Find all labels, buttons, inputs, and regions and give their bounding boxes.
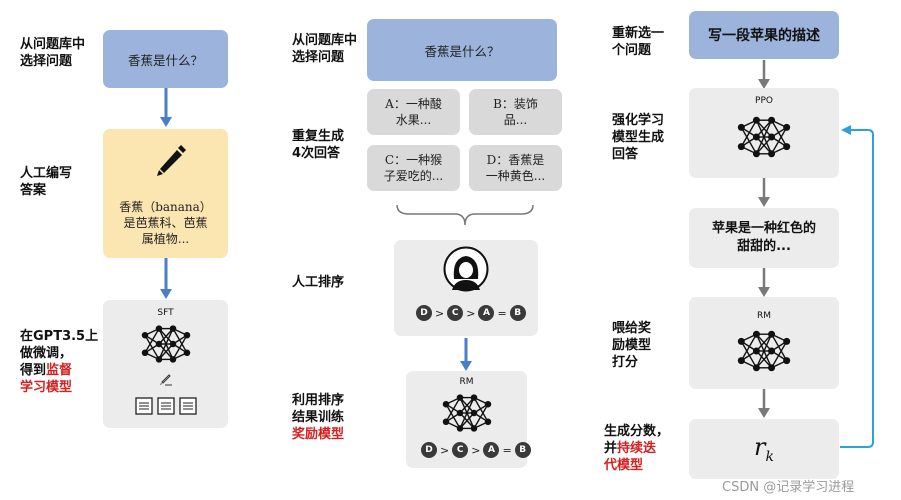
col3-step4-label: 生成分数， 并持续迭 代模型 [604,423,669,474]
col1-step1-label: 从问题库中 选择问题 [20,37,86,69]
col3-step4-text: 生成分数， 并 [604,424,670,456]
col2-question-text: 香蕉是什么？ [424,43,500,59]
col2-ranking-row: D > C > A = B [416,305,526,321]
col2-step4-highlight: 奖励模型 [292,427,345,442]
col3-arrow-3 [758,268,770,297]
col2-answer-b: B：装饰 品... [469,89,562,135]
neural-net-icon [737,116,791,158]
rank-op-2: > [466,306,476,320]
col2-answer-a: A：一种酸 水果... [367,89,460,135]
col2-step1-label: 从问题库中 选择问题 [292,33,358,65]
rank-op-1: > [435,306,445,320]
col1-question-box: 香蕉是什么？ [103,30,228,88]
rank-op-3: = [502,443,512,457]
col2-step4-label: 利用排序 结果训练 奖励模型 [292,392,344,443]
col3-step2-label: 强化学习 模型生成 回答 [612,113,665,162]
col2-arrow [460,338,472,371]
col1-step3-label: 在GPT3.5上 做微调， 得到监督 学习模型 [20,328,98,396]
rank-d: D [421,442,437,458]
col2-question-box: 香蕉是什么？ [367,19,557,81]
col3-ppo-tag: PPO [755,96,773,106]
col3-step1-label: 重新选一 个问题 [612,26,665,58]
pencil-icon [160,374,172,386]
col3-prompt-box: 写一段苹果的描述 [689,11,839,59]
col1-sft-box: SFT [103,300,228,428]
col3-generated-box: 苹果是一种红色的 甜甜的... [689,208,839,268]
pencil-icon [157,145,186,176]
col2-rm-ranking-row: D > C > A = B [421,442,531,458]
rank-c: C [447,305,464,321]
col3-arrow-2 [758,178,770,207]
col1-sft-tag: SFT [157,308,174,318]
col2-brace [396,204,534,226]
col2-step3-label: 人工排序 [292,275,345,290]
col3-prompt-text: 写一段苹果的描述 [708,28,820,44]
col2-step4-text: 利用排序 结果训练 [292,393,345,425]
col2-answer-a-text: A：一种酸 水果... [385,97,442,127]
watermark: CSDN @记录学习进程 [722,480,855,495]
col3-arrow-4 [758,389,770,418]
col2-answer-d: D：香蕉是 一种黄色... [469,145,562,191]
rank-a: A [483,442,500,458]
col1-question-text: 香蕉是什么？ [127,52,203,68]
col1-step2-label: 人工编写 答案 [20,166,73,198]
reward-subscript: k [765,448,774,465]
document-icon [135,397,197,415]
rank-c: C [452,442,469,458]
col3-ppo-box: PPO [689,88,839,178]
col3-rm-box: RM [689,297,839,389]
col1-answer-box: 香蕉（banana） 是芭蕉科、芭蕉 属植物... [103,129,228,258]
col3-reward-box: rk [689,419,839,479]
col1-step3-text: 在GPT3.5上 做微调， 得到 [20,329,99,378]
col3-generated-text: 苹果是一种红色的 甜甜的... [711,221,816,254]
col3-reward-score: rk [754,433,774,465]
col2-rm-box: RM D > C > A = B [406,371,531,468]
rank-a: A [478,305,495,321]
neural-net-icon [442,394,492,432]
col2-ranking-box: D > C > A = B [394,240,538,336]
col2-answer-d-text: D：香蕉是 一种黄色... [485,153,546,183]
rank-b: B [514,442,531,458]
neural-net-icon [737,330,791,372]
col1-arrow-2 [160,258,172,299]
feedback-loop-arrow [840,125,874,448]
rank-d: D [416,305,432,321]
col3-rm-tag: RM [756,311,772,321]
col3-step3-label: 喂给奖 励模型 打分 [612,321,652,370]
col3-step4-highlight: 持续迭 代模型 [604,441,657,473]
col2-step2-label: 重复生成 4次回答 [292,129,345,161]
neural-net-icon [141,325,191,363]
col2-answer-c-text: C：一种猴 子爱吃的... [383,153,444,183]
person-avatar-icon [443,246,489,292]
rank-op-1: > [440,443,450,457]
rank-op-2: > [471,443,481,457]
rank-op-3: = [497,306,507,320]
rank-b: B [509,305,526,321]
col2-rm-tag: RM [459,377,474,387]
col2-answer-b-text: B：装饰 品... [493,97,538,127]
col1-human-answer: 香蕉（banana） 是芭蕉科、芭蕉 属植物... [119,200,212,246]
reward-symbol: r [754,433,766,462]
col2-answer-c: C：一种猴 子爱吃的... [367,145,460,191]
col3-arrow-1 [758,60,770,89]
col1-step3-highlight: 监督 学习模型 [20,363,73,395]
col1-arrow-1 [160,88,172,127]
